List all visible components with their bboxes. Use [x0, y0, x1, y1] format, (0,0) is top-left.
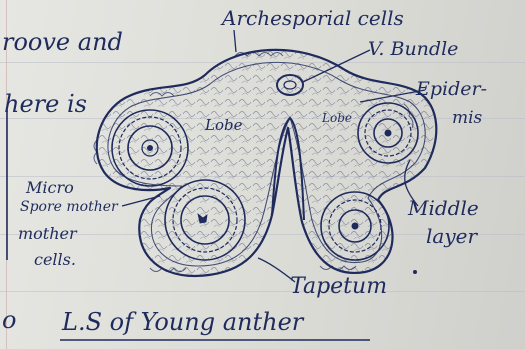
label-spore-mother: Spore mother: [20, 200, 118, 214]
label-archesporial-cells: Archesporial cells: [222, 8, 404, 28]
label-lobe-right: Lobe: [322, 112, 352, 124]
dot-mark: [413, 270, 417, 274]
label-lobe-left: Lobe: [205, 118, 242, 133]
label-epidermis-2: mis: [452, 110, 482, 127]
note-line-1: roove and: [2, 30, 123, 54]
label-middle: Middle: [408, 198, 479, 218]
label-mother: mother: [18, 226, 77, 242]
label-cells: cells.: [34, 252, 76, 268]
pointer-archesporial: [234, 30, 236, 52]
label-micro: Micro: [26, 180, 74, 196]
label-epidermis-1: Epider-: [416, 80, 487, 99]
diagram-caption: L.S of Young anther: [62, 310, 303, 334]
label-v-bundle: V. Bundle: [368, 40, 458, 59]
note-line-3: o: [2, 308, 16, 332]
label-layer: layer: [426, 226, 477, 246]
note-line-2: here is: [4, 92, 87, 116]
label-tapetum: Tapetum: [290, 276, 387, 298]
